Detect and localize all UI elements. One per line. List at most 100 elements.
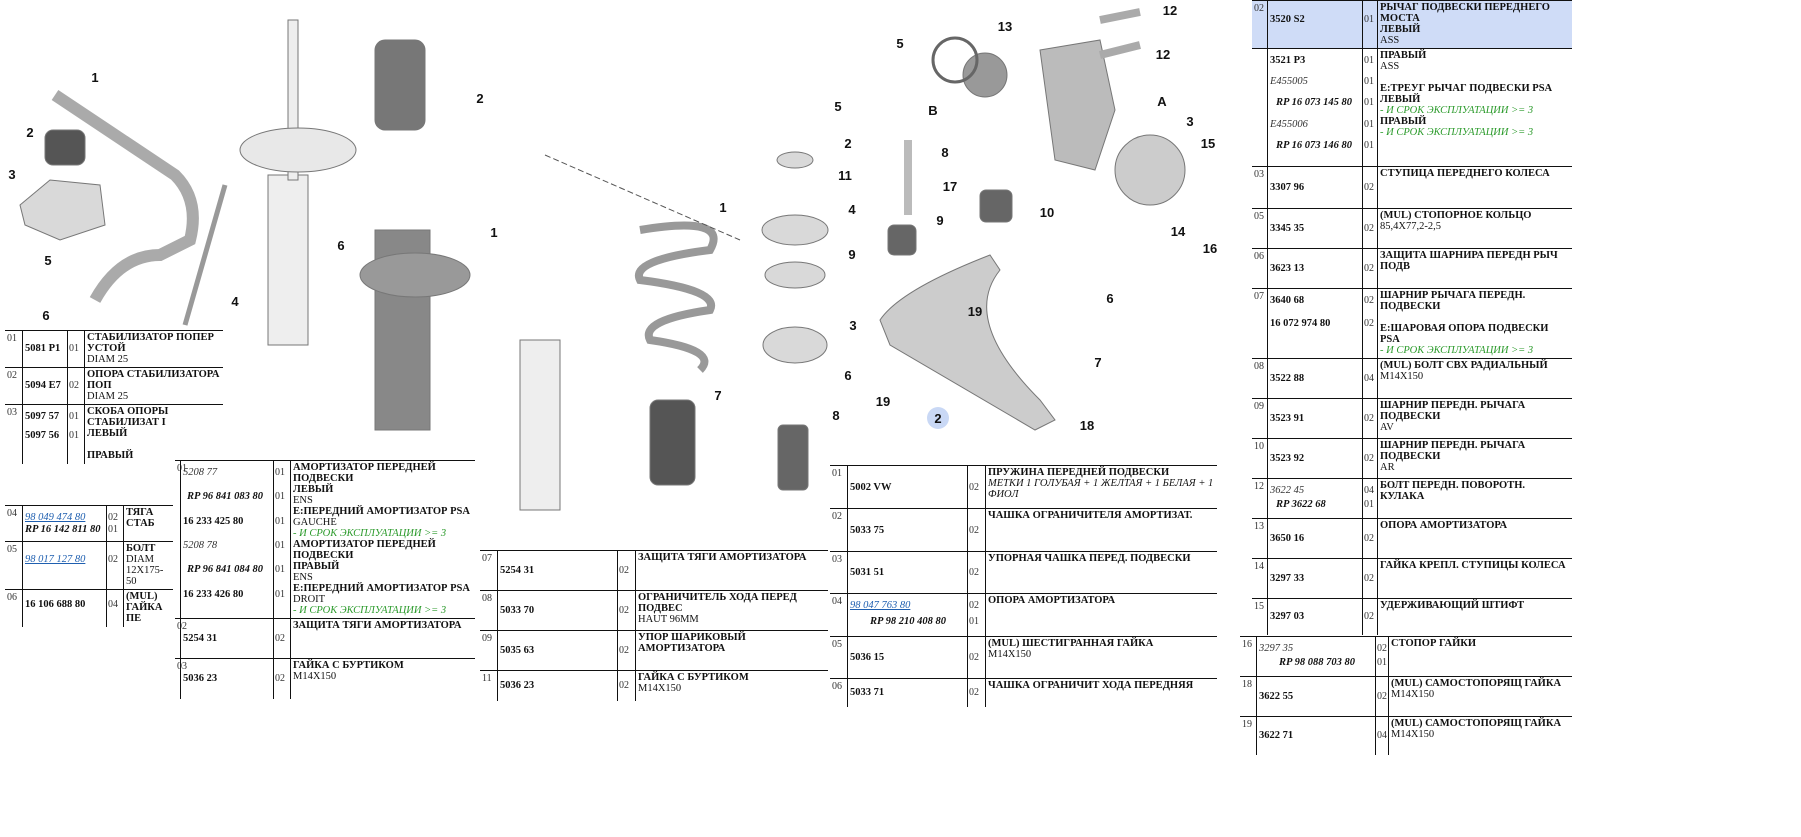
part-description: (MUL) БОЛТ СВХ РАДИАЛЬНЫЙ <box>1380 360 1548 371</box>
callout-label[interactable]: 10 <box>1040 205 1054 220</box>
callout-label[interactable]: 1 <box>91 70 98 85</box>
callout-label[interactable]: 2 <box>844 136 851 151</box>
callout-label[interactable]: 13 <box>998 19 1012 34</box>
callout-label[interactable]: 2 <box>26 125 33 140</box>
callout-label[interactable]: 3 <box>1186 114 1193 129</box>
part-number[interactable]: 98 049 474 80 <box>25 512 86 523</box>
callout-label[interactable]: 5 <box>896 36 903 51</box>
callout-label[interactable]: 2 <box>934 411 941 426</box>
callout-label[interactable]: 8 <box>832 408 839 423</box>
piston-rod <box>287 19 299 181</box>
part-number: 16 233 425 80 <box>183 515 244 527</box>
description-cell: СТОПОР ГАЙКИ <box>1391 638 1570 649</box>
column-divider <box>1377 167 1378 209</box>
callout-label[interactable]: 6 <box>844 368 851 383</box>
callout-label[interactable]: 3 <box>849 318 856 333</box>
callout-label[interactable]: 5 <box>44 253 51 268</box>
callout-label[interactable]: 6 <box>1106 291 1113 306</box>
spring-seat <box>239 127 357 173</box>
quantity: 02 <box>1364 413 1374 424</box>
callout-label[interactable]: 17 <box>943 179 957 194</box>
part-description: DROIT <box>293 594 326 605</box>
part-number[interactable]: RP 16 073 146 80 <box>1276 139 1353 151</box>
callout-label[interactable]: 6 <box>337 238 344 253</box>
part-number[interactable]: RP 98 210 408 80 <box>870 615 947 627</box>
part-number[interactable]: RP 96 841 083 80 <box>187 491 264 503</box>
callout-label[interactable]: 15 <box>1201 136 1215 151</box>
callout-label[interactable]: 9 <box>936 213 943 228</box>
part-description: DIAM 12X175-50 <box>126 554 164 587</box>
callout-label[interactable]: 9 <box>848 247 855 262</box>
part-number: 3307 96 <box>1270 182 1305 193</box>
callout-label[interactable]: 1 <box>719 200 726 215</box>
callout-label[interactable]: 14 <box>1171 224 1186 239</box>
callout-label[interactable]: 7 <box>1094 355 1101 370</box>
callout-label[interactable]: 6 <box>42 308 49 323</box>
callout-label[interactable]: 12 <box>1163 3 1177 18</box>
part-number[interactable]: RP 96 841 084 80 <box>187 564 264 576</box>
callout-label[interactable]: 2 <box>476 91 483 106</box>
callout-label[interactable]: A <box>1157 94 1167 109</box>
part-number[interactable]: RP 16 142 811 80 <box>25 524 101 535</box>
callout-label[interactable]: 5 <box>834 99 841 114</box>
part-number[interactable]: RP 98 088 703 80 <box>1279 657 1356 668</box>
shock-absorber-left <box>267 174 309 346</box>
callout-label[interactable]: 19 <box>968 304 982 319</box>
column-divider <box>1362 167 1363 209</box>
item-number: 03 <box>177 661 187 672</box>
callout-label[interactable]: 12 <box>1156 47 1170 62</box>
callout-label[interactable]: 7 <box>714 388 721 403</box>
column-divider <box>1362 1 1363 49</box>
callout-label[interactable]: 1 <box>490 225 497 240</box>
callout-label[interactable]: B <box>928 103 937 118</box>
callout-label[interactable]: 3 <box>8 167 15 182</box>
callout-label[interactable]: 16 <box>1203 241 1217 256</box>
callout-label[interactable]: 8 <box>941 145 948 160</box>
callout-label[interactable]: 11 <box>838 168 852 183</box>
callout-label[interactable]: 19 <box>876 394 890 409</box>
steering-knuckle <box>1039 39 1116 171</box>
part-number[interactable]: 98 017 127 80 <box>25 554 86 565</box>
part-number[interactable]: RP 3622 68 <box>1276 499 1326 510</box>
callout-label[interactable]: 4 <box>848 202 856 217</box>
callout-label[interactable]: 18 <box>1080 418 1094 433</box>
callout-label[interactable]: 4 <box>231 294 239 309</box>
part-number[interactable]: 98 047 763 80 <box>850 600 911 611</box>
part-number[interactable]: RP 16 073 145 80 <box>1276 97 1353 109</box>
